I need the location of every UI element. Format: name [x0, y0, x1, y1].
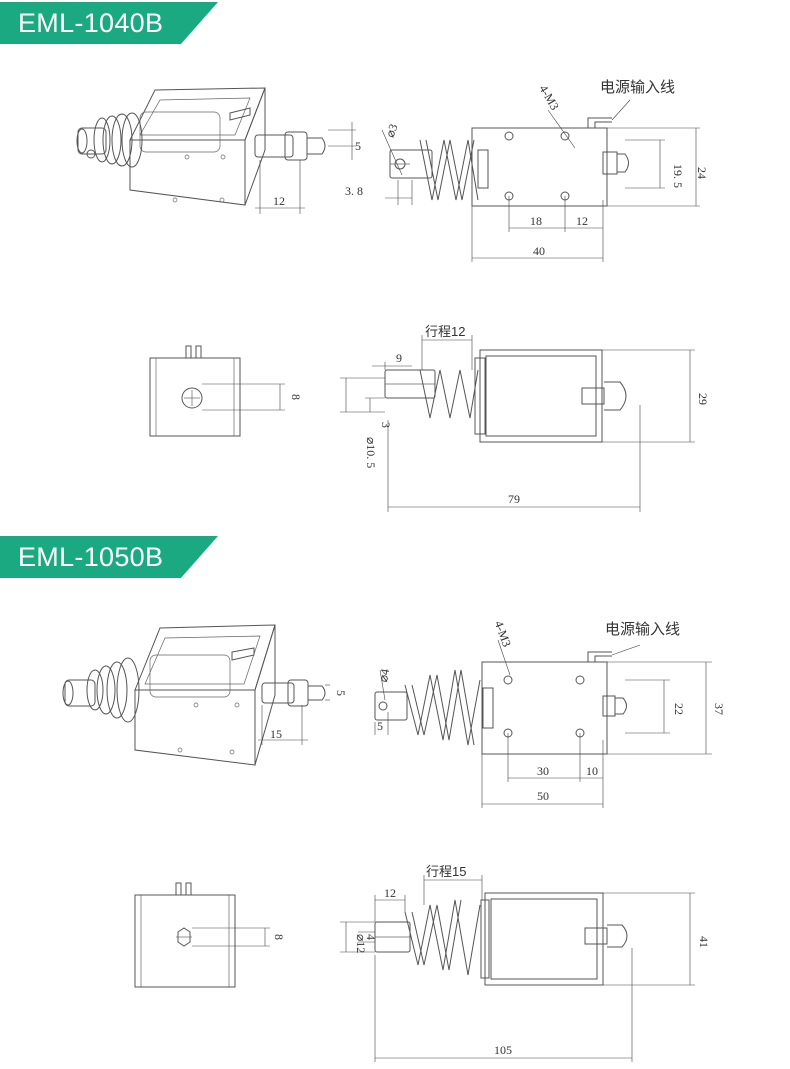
dim-5b: 5 [377, 719, 383, 733]
dim-41: 41 [697, 936, 711, 948]
spring-top-2 [404, 669, 481, 746]
dim-10: 10 [586, 764, 598, 778]
dim-screw: 4-M3 [536, 82, 561, 112]
model-banner-2: EML-1050B [0, 536, 218, 578]
isometric-view-2: 5 15 [62, 624, 348, 766]
dim-37: 37 [712, 703, 726, 715]
side-view-2: 41 行程15 12 ⌀12 4 105 [340, 864, 711, 1062]
dim-29: 29 [696, 393, 710, 405]
model-title: EML-1040B [18, 8, 164, 38]
power-input-label: 电源输入线 [605, 621, 680, 638]
dim-19-5: 19. 5 [671, 164, 685, 188]
dim-12-top: 12 [384, 886, 396, 900]
dim-iso-5: 5 [355, 139, 361, 153]
dim-40: 40 [533, 244, 545, 258]
dim-22: 22 [672, 703, 686, 715]
isometric-view-1: 5 12 [76, 87, 361, 214]
dim-50: 50 [537, 789, 549, 803]
dim-3: 3 [379, 422, 393, 428]
spring-side-1 [419, 369, 479, 419]
model-banner-1: EML-1040B [0, 2, 218, 44]
end-view-2: 8 [134, 882, 286, 988]
dim-iso-5: 5 [334, 690, 348, 696]
dim-iso-15: 15 [270, 727, 282, 741]
dim-18: 18 [530, 214, 542, 228]
dim-12-dia: ⌀12 [354, 934, 368, 953]
dim-4: 4 [364, 934, 378, 940]
dim-hole: ⌀3 [383, 122, 401, 139]
spring-1 [93, 112, 143, 168]
dim-30: 30 [537, 764, 549, 778]
spring-top-1 [419, 139, 479, 201]
spring-side-2 [404, 899, 481, 976]
power-input-label: 电源输入线 [600, 79, 675, 96]
top-view-1: 电源输入线 4-M3 ⌀3 3. 8 24 19. 5 18 12 40 [345, 79, 709, 262]
stroke-label: 行程12 [425, 324, 465, 339]
dim-10-5: ⌀10. 5 [364, 437, 378, 468]
dim-9: 9 [396, 351, 402, 365]
dim-105: 105 [494, 1043, 512, 1057]
dim-79: 79 [508, 492, 520, 506]
top-view-2: 电源输入线 4-M3 ⌀4 5 37 22 30 10 50 [374, 619, 726, 808]
model-title: EML-1050B [18, 542, 164, 572]
dim-24: 24 [695, 167, 709, 179]
dim-screw: 4-M3 [492, 619, 514, 649]
stroke-label: 行程15 [426, 864, 466, 879]
dim-iso-12: 12 [273, 194, 285, 208]
side-view-1: 29 行程12 9 ⌀10. 5 3 79 [340, 324, 710, 512]
dim-3-8: 3. 8 [345, 184, 363, 198]
spring-2 [86, 657, 140, 723]
dim-12: 12 [576, 214, 588, 228]
dim-8: 8 [272, 934, 286, 940]
dim-8: 8 [289, 394, 303, 400]
dim-hole: ⌀4 [376, 668, 392, 683]
end-view-1: 8 [149, 345, 303, 437]
